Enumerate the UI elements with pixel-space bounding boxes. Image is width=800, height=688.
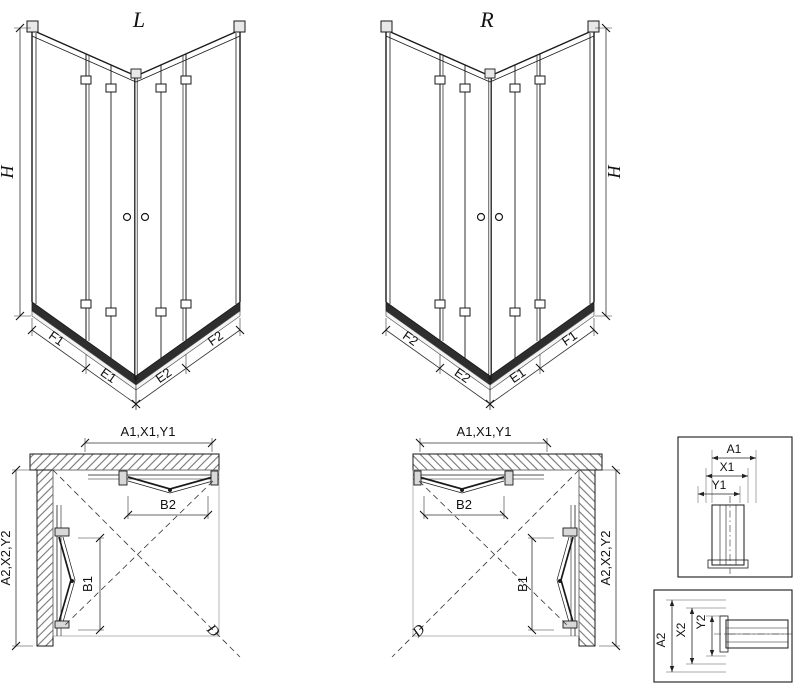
iso-view-left-variant bbox=[14, 21, 245, 410]
label-f1-right: F1 bbox=[559, 328, 580, 349]
label-e2-left: E2 bbox=[153, 365, 175, 386]
detail-x1-label: X1 bbox=[720, 460, 735, 474]
plan-left-depth-label: A2,X2,Y2 bbox=[0, 531, 13, 586]
label-e1-left: E1 bbox=[98, 365, 120, 386]
detail-y1-label: Y1 bbox=[712, 478, 727, 492]
labels-layer: L H F1 E1 E2 F2 R H F2 E2 E1 F1 A1,X1,Y1… bbox=[0, 7, 742, 647]
label-height-left: H bbox=[0, 165, 17, 180]
plan-left-door-depth-label: B1 bbox=[80, 576, 95, 592]
detail-a2-label: A2 bbox=[654, 632, 668, 647]
plan-left-door-width-label: B2 bbox=[160, 497, 176, 512]
label-f1-left: F1 bbox=[46, 328, 67, 349]
label-variant-r: R bbox=[479, 7, 494, 32]
detail-y2-label: Y2 bbox=[694, 614, 708, 629]
label-f2-left: F2 bbox=[205, 328, 226, 349]
plan-right-width-label: A1,X1,Y1 bbox=[457, 424, 512, 439]
detail-box-wall-profile-horizontal bbox=[677, 436, 793, 578]
plan-right-diagonal-label: D bbox=[409, 622, 429, 642]
detail-x2-label: X2 bbox=[674, 622, 688, 637]
plan-left-diagonal-label: D bbox=[203, 621, 223, 641]
plan-view-left-variant bbox=[11, 437, 241, 658]
iso-view-right-variant bbox=[381, 21, 612, 410]
label-e1-right: E1 bbox=[507, 365, 529, 386]
detail-box-wall-profile-vertical bbox=[653, 589, 793, 683]
plan-left-width-label: A1,X1,Y1 bbox=[121, 424, 176, 439]
plan-view-right-variant bbox=[391, 437, 621, 658]
plan-right-depth-label: A2,X2,Y2 bbox=[598, 531, 613, 586]
label-e2-right: E2 bbox=[452, 365, 474, 386]
label-height-right: H bbox=[604, 165, 624, 180]
detail-a1-label: A1 bbox=[727, 442, 742, 456]
plan-right-door-width-label: B2 bbox=[456, 497, 472, 512]
label-variant-l: L bbox=[132, 7, 145, 32]
plan-right-door-depth-label: B1 bbox=[515, 576, 530, 592]
label-f2-right: F2 bbox=[400, 328, 421, 349]
